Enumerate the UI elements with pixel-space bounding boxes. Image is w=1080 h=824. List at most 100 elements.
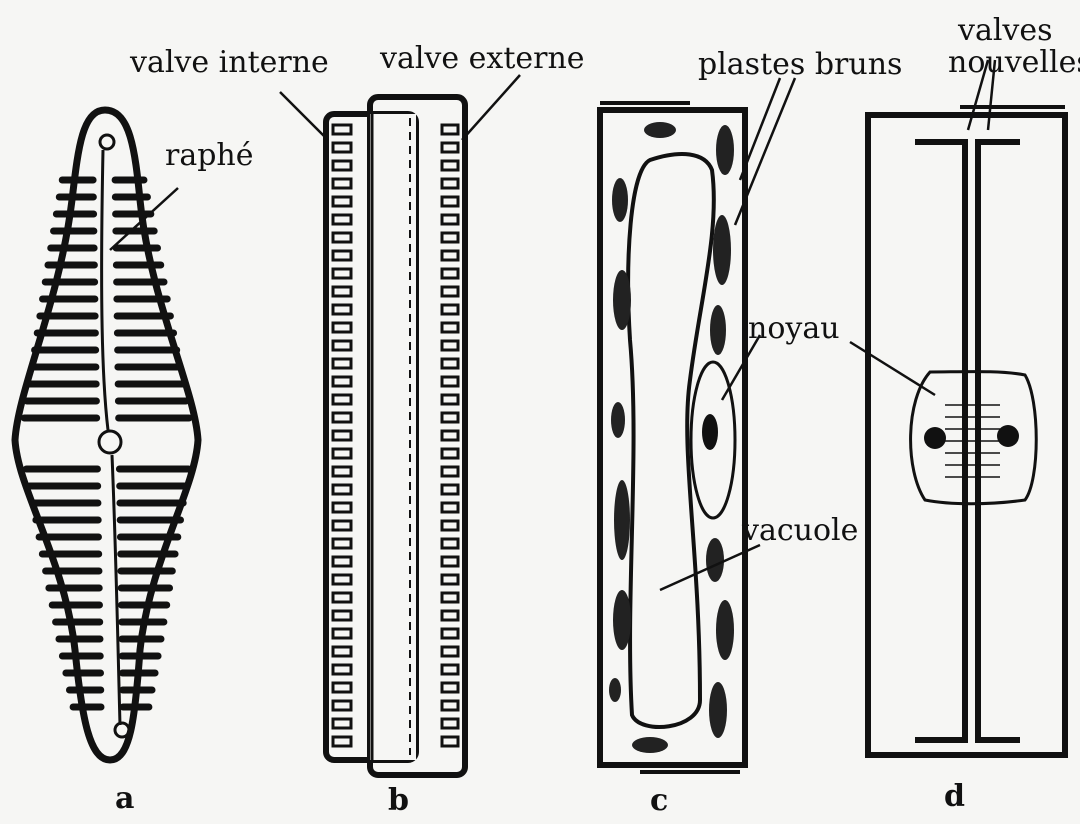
panel-d-cell-division <box>849 59 1068 758</box>
brown-plastids <box>609 122 734 753</box>
stria <box>440 645 460 658</box>
plastid <box>611 402 625 438</box>
stria <box>440 393 460 406</box>
stria <box>440 411 460 424</box>
stria <box>440 339 460 352</box>
stria <box>440 501 460 514</box>
stria <box>331 501 353 514</box>
stria <box>440 699 460 712</box>
stria <box>331 573 353 586</box>
stria <box>331 375 353 388</box>
stria <box>331 303 353 316</box>
stria <box>331 645 353 658</box>
stria <box>331 483 353 496</box>
stria <box>440 447 460 460</box>
stria <box>331 609 353 622</box>
stria <box>440 537 460 550</box>
stria <box>440 285 460 298</box>
stria <box>331 465 353 478</box>
stria <box>440 267 460 280</box>
stria <box>331 357 353 370</box>
stria <box>440 177 460 190</box>
stria <box>331 429 353 442</box>
stria <box>440 303 460 316</box>
stria <box>440 429 460 442</box>
stria <box>331 393 353 406</box>
label-valves: valves <box>957 13 1053 48</box>
stria <box>331 663 353 676</box>
stria <box>440 375 460 388</box>
stria <box>331 681 353 694</box>
label-vacuole: vacuole <box>741 513 858 548</box>
panel-label-b: b <box>388 783 409 818</box>
stria <box>440 609 460 622</box>
stria <box>440 321 460 334</box>
nuclei <box>909 370 1038 506</box>
stria <box>440 213 460 226</box>
striae <box>20 176 193 711</box>
stria <box>440 141 460 154</box>
stria <box>331 627 353 640</box>
stria <box>440 231 460 244</box>
stria <box>440 627 460 640</box>
stria <box>331 321 353 334</box>
panel-label-a: a <box>115 781 134 816</box>
stria <box>331 159 353 172</box>
stria <box>331 339 353 352</box>
plastid <box>713 215 731 285</box>
stria <box>440 123 460 136</box>
stria <box>440 555 460 568</box>
plastid <box>632 737 668 753</box>
stria <box>331 519 353 532</box>
panel-b-girdle-view <box>279 74 521 778</box>
label-noyau: noyau <box>748 311 840 346</box>
stria <box>440 465 460 478</box>
stria <box>331 591 353 604</box>
stria <box>440 591 460 604</box>
stria <box>440 159 460 172</box>
stria <box>440 357 460 370</box>
stria <box>331 213 353 226</box>
label-valve-externe: valve externe <box>379 41 585 76</box>
plastid <box>614 480 630 560</box>
plastid <box>613 590 631 650</box>
stria <box>331 177 353 190</box>
stria <box>440 483 460 496</box>
stria <box>440 735 460 748</box>
panel-label-c: c <box>650 783 668 818</box>
label-valve-interne: valve interne <box>129 45 329 80</box>
stria <box>440 195 460 208</box>
stria <box>331 231 353 244</box>
plastid <box>644 122 676 138</box>
spindle <box>945 404 1000 478</box>
label-nouvelles: nouvelles <box>948 45 1080 80</box>
plastid <box>709 682 727 738</box>
stria <box>331 717 353 730</box>
plastid <box>609 678 621 702</box>
stria <box>331 555 353 568</box>
stria <box>440 573 460 586</box>
stria <box>331 195 353 208</box>
stria <box>331 285 353 298</box>
plastid <box>716 125 734 175</box>
stria <box>440 249 460 262</box>
stria <box>331 447 353 460</box>
stria <box>331 141 353 154</box>
plastid <box>613 270 631 330</box>
panel-c-cell-contents <box>597 77 797 774</box>
plastid <box>716 600 734 660</box>
label-raphe: raphé <box>165 138 254 173</box>
panel-a-valve-view <box>11 106 202 764</box>
stria <box>331 267 353 280</box>
stria <box>331 411 353 424</box>
stria <box>440 717 460 730</box>
panel-label-d: d <box>944 779 965 814</box>
stria <box>331 249 353 262</box>
stria <box>440 663 460 676</box>
stria <box>440 681 460 694</box>
stria <box>331 123 353 136</box>
stria <box>331 537 353 550</box>
nucleus <box>689 360 737 520</box>
plastid <box>612 178 628 222</box>
